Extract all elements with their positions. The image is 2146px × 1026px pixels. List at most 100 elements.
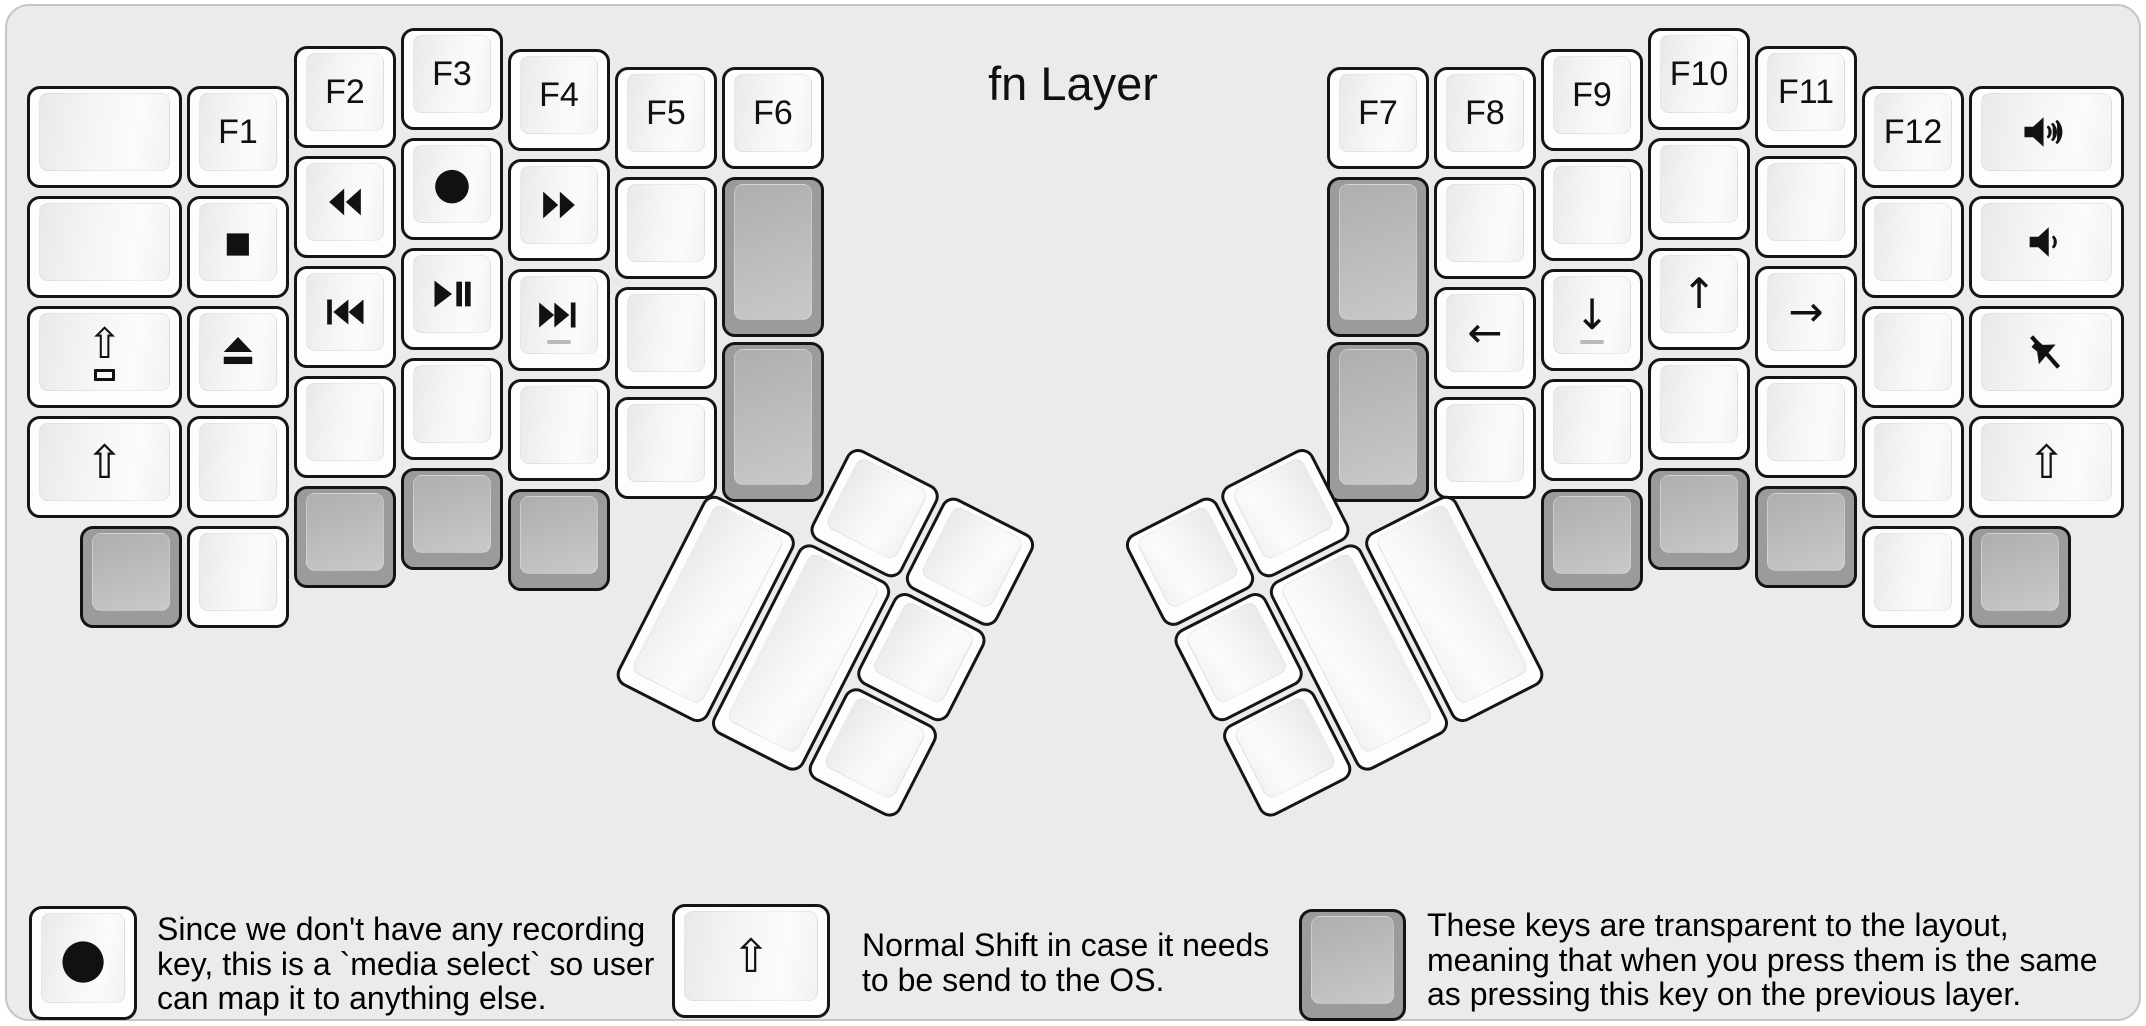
key-blank[interactable] — [187, 416, 289, 518]
shift-icon: ⇧ — [2027, 435, 2066, 489]
key-fast-forward[interactable] — [508, 159, 610, 261]
key-blank[interactable] — [294, 376, 396, 478]
key-blank[interactable] — [1648, 138, 1750, 240]
key-shift[interactable]: ⇧ — [1969, 416, 2124, 518]
key-f3[interactable]: F3 — [401, 28, 503, 130]
key-label: F9 — [1572, 76, 1612, 114]
key-record[interactable]: ● — [401, 138, 503, 240]
key-transparent[interactable] — [80, 526, 182, 628]
key-rewind[interactable] — [294, 156, 396, 258]
key-f7[interactable]: F7 — [1327, 67, 1429, 169]
key-transparent[interactable] — [508, 489, 610, 591]
key-blank[interactable] — [615, 287, 717, 389]
key-blank[interactable] — [1862, 416, 1964, 518]
legend-text-shift: Normal Shift in case it needs to be send… — [862, 927, 1270, 998]
key-blank[interactable] — [1541, 379, 1643, 481]
key-f4[interactable]: F4 — [508, 49, 610, 151]
key-blank[interactable] — [615, 177, 717, 279]
key-eject[interactable] — [187, 306, 289, 408]
keycap-face — [1339, 184, 1417, 320]
keycap-face — [413, 255, 491, 333]
key-f9[interactable]: F9 — [1541, 49, 1643, 151]
keycap-face: F2 — [306, 53, 384, 131]
arrow-left-icon: ← — [1467, 308, 1503, 357]
key-prev-track[interactable] — [294, 266, 396, 368]
volume-down-icon — [2021, 221, 2073, 263]
fast-forward-icon — [538, 185, 580, 225]
key-shift[interactable]: ⇧ — [27, 416, 182, 518]
key-f2[interactable]: F2 — [294, 46, 396, 148]
keycap-face: F6 — [734, 74, 812, 152]
keycap-face — [199, 423, 277, 501]
key-transparent[interactable] — [722, 177, 824, 337]
record-icon: ● — [432, 158, 472, 209]
key-transparent[interactable] — [401, 468, 503, 570]
key-f10[interactable]: F10 — [1648, 28, 1750, 130]
keycap-face — [306, 273, 384, 351]
key-blank[interactable] — [27, 196, 182, 298]
key-blank[interactable] — [27, 86, 182, 188]
key-arrow-left[interactable]: ← — [1434, 287, 1536, 389]
key-blank[interactable] — [1862, 306, 1964, 408]
key-blank[interactable] — [1434, 177, 1536, 279]
key-transparent[interactable] — [1299, 909, 1406, 1021]
arrow-right-icon: → — [1788, 287, 1824, 336]
key-f6[interactable]: F6 — [722, 67, 824, 169]
key-f1[interactable]: F1 — [187, 86, 289, 188]
key-blank[interactable] — [1862, 196, 1964, 298]
key-record[interactable]: ● — [29, 906, 137, 1020]
key-arrow-down[interactable]: ↓ — [1541, 269, 1643, 371]
prev-track-icon — [324, 292, 366, 332]
keycap-face — [520, 496, 598, 574]
key-transparent[interactable] — [1327, 177, 1429, 337]
key-transparent[interactable] — [1755, 486, 1857, 588]
key-blank[interactable] — [1434, 397, 1536, 499]
keycap-face: ← — [1446, 294, 1524, 372]
key-f11[interactable]: F11 — [1755, 46, 1857, 148]
key-blank[interactable] — [1755, 376, 1857, 478]
key-transparent[interactable] — [1327, 342, 1429, 502]
keycap-face: ↑ — [1660, 255, 1738, 333]
keycap-face: F7 — [1339, 74, 1417, 152]
homing-dash — [547, 340, 571, 344]
key-transparent[interactable] — [1648, 468, 1750, 570]
key-volume-mute[interactable] — [1969, 306, 2124, 408]
keycap-face — [627, 184, 705, 262]
key-volume-down[interactable] — [1969, 196, 2124, 298]
keycap-face — [1660, 145, 1738, 223]
key-arrow-up[interactable]: ↑ — [1648, 248, 1750, 350]
key-shift[interactable]: ⇧ — [672, 904, 830, 1018]
keycap-face: F3 — [413, 35, 491, 113]
key-blank[interactable] — [1755, 156, 1857, 258]
key-f8[interactable]: F8 — [1434, 67, 1536, 169]
keycap-face — [1874, 203, 1952, 281]
keycap-face — [1767, 493, 1845, 571]
keycap-face — [1339, 349, 1417, 485]
key-transparent[interactable] — [722, 342, 824, 502]
key-blank[interactable] — [615, 397, 717, 499]
keycap-face — [1553, 386, 1631, 464]
keycap-face — [520, 386, 598, 464]
key-blank[interactable] — [401, 358, 503, 460]
keycap-face — [39, 203, 170, 281]
key-next-track[interactable] — [508, 269, 610, 371]
key-stop[interactable]: ■ — [187, 196, 289, 298]
key-blank[interactable] — [1541, 159, 1643, 261]
key-blank[interactable] — [1648, 358, 1750, 460]
key-transparent[interactable] — [1969, 526, 2071, 628]
keycap-face — [1660, 365, 1738, 443]
key-blank[interactable] — [1862, 526, 1964, 628]
key-play-pause[interactable] — [401, 248, 503, 350]
keycap-face: ⇧ — [684, 911, 818, 1001]
key-f12[interactable]: F12 — [1862, 86, 1964, 188]
key-arrow-right[interactable]: → — [1755, 266, 1857, 368]
keycap-face — [1767, 163, 1845, 241]
key-caps-shift[interactable]: ⇧ — [27, 306, 182, 408]
key-f5[interactable]: F5 — [615, 67, 717, 169]
key-blank[interactable] — [508, 379, 610, 481]
key-volume-up[interactable] — [1969, 86, 2124, 188]
keycap-face: ● — [413, 145, 491, 223]
key-transparent[interactable] — [294, 486, 396, 588]
key-transparent[interactable] — [1541, 489, 1643, 591]
key-blank[interactable] — [187, 526, 289, 628]
